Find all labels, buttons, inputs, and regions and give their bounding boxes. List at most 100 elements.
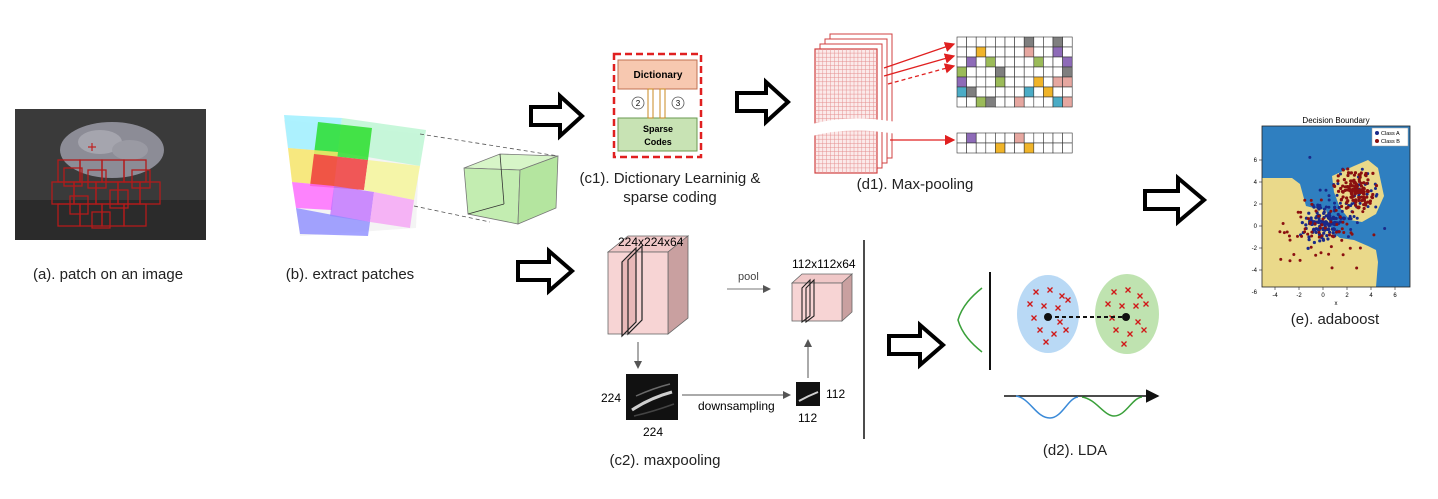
grid-cell [966,56,977,68]
class-b-point [1342,178,1346,182]
x-tick-label: -4 [1272,293,1278,299]
class-b-point [1309,245,1313,249]
caption-d2: (d2). LDA [1042,442,1108,459]
class-b-point [1358,175,1362,179]
class-a-point [1327,205,1331,209]
lda-sample-cross [1033,289,1039,295]
class-b-point [1354,182,1359,186]
grid-cell [995,46,1006,58]
grid-cell [1043,66,1054,78]
class-b-point [1292,252,1296,256]
class-b-point [1340,238,1344,242]
class-b-point [1341,168,1345,172]
y-tick-label: -4 [1252,268,1258,274]
grid-cell [1052,96,1063,108]
class-a-point [1348,214,1352,218]
grid-cell [995,66,1006,78]
class-b-point [1335,223,1339,227]
class-b-point [1356,191,1360,195]
lda-sample-cross [1047,287,1053,293]
class-a-point [1332,222,1337,227]
class-b-point [1361,190,1365,194]
lda-sample-cross [1119,303,1125,309]
x-tick-label: 0 [1321,293,1325,299]
class-b-point [1281,221,1285,225]
lda-sample-cross [1133,303,1139,309]
grid-cell [966,96,977,108]
class-b-point [1353,203,1358,207]
grid-cell [1033,56,1044,68]
lda-sample-cross [1057,319,1063,325]
grid-cell [956,76,967,88]
class-b-point [1329,220,1333,224]
lda-sample-cross [1043,339,1049,345]
class-b-point [1306,232,1310,236]
class-a-point [1383,226,1387,230]
class-b-point [1343,185,1347,189]
grid-cell [1023,132,1035,144]
class-b-point [1349,231,1353,235]
class-b-point [1349,171,1354,175]
lda-sample-cross [1121,341,1127,347]
class-a-point [1300,221,1304,225]
patches-cube [284,115,559,236]
lda-sample-cross [1027,301,1033,307]
class-b-point [1314,253,1318,257]
grid-cell [1033,36,1044,48]
class-b-point [1366,178,1370,182]
class-a-point [1333,205,1337,209]
lda-sample-cross [1127,331,1133,337]
grid-cell [975,142,987,154]
class-b-point [1314,209,1318,213]
class-b-point [1309,221,1313,225]
grid-cell [1023,36,1035,48]
x-tick-label: 4 [1369,293,1373,299]
block-arrow-1 [529,91,585,141]
class-a-point [1355,221,1359,225]
class-b-point [1340,197,1344,201]
class-b-point [1338,215,1342,219]
class-b-point [1362,181,1366,185]
grid-cell [1023,56,1035,68]
class-a-point [1338,220,1342,224]
class-a-point [1307,235,1311,239]
class-a-point [1365,192,1369,196]
grid-cell [985,66,996,78]
grid-cell [966,46,977,58]
class-b-point [1355,266,1359,270]
class-a-point [1350,202,1354,206]
class-a-point [1326,237,1330,241]
grid-cell [1004,66,1015,78]
y-tick-label: 2 [1254,202,1258,208]
class-a-point [1366,205,1370,209]
class-a-point [1349,217,1353,221]
class-a-point [1340,209,1344,213]
dictionary-learning-box [612,52,703,159]
grid-cell [1004,132,1015,144]
grid-cell [985,132,996,144]
class-b-point [1357,173,1361,177]
grid-cell [1052,56,1063,68]
grid-cell [1014,76,1025,88]
class-a-point [1324,205,1328,209]
grid-cell [1033,66,1044,78]
class-b-point [1310,202,1314,206]
grid-cell [1014,142,1025,154]
class-b-point [1339,186,1343,191]
grid-cell [975,36,987,48]
class-a-point [1337,205,1341,210]
class-b-point [1320,234,1324,238]
downsampling-label: downsampling [698,399,775,413]
class-a-point [1307,238,1311,242]
class-b-point [1359,190,1363,195]
class-a-point [1332,216,1336,220]
class-a-point [1316,205,1320,209]
class-a-point [1327,194,1331,198]
class-b-point [1362,203,1366,207]
class-b-point [1362,187,1366,191]
grid-cell [956,66,967,78]
class-a-point [1325,234,1329,238]
grid-cell [956,142,967,154]
grid-cell [1023,142,1035,154]
grid-cell [966,132,977,144]
